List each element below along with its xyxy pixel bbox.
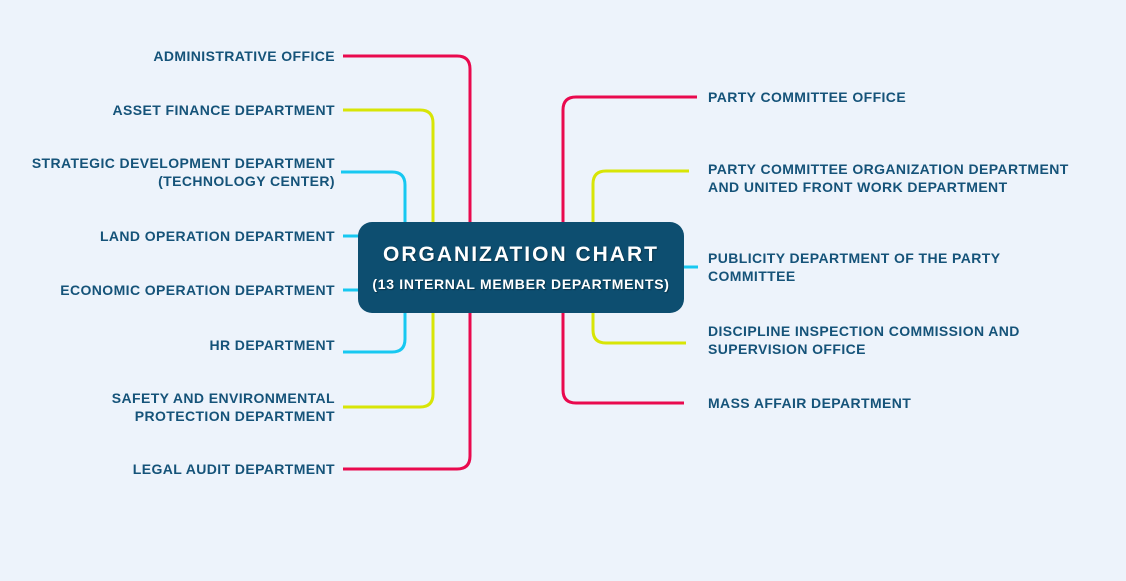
department-label-hr: HR DEPARTMENT	[209, 337, 335, 353]
department-label-party-committee-organization: PARTY COMMITTEE ORGANIZATION DEPARTMENT …	[708, 161, 1069, 195]
department-label-land-operation: LAND OPERATION DEPARTMENT	[99, 228, 335, 244]
department-label-administrative-office: ADMINISTRATIVE OFFICE	[153, 48, 335, 64]
center-node-title: ORGANIZATION CHART	[383, 243, 659, 266]
department-label-party-committee-office: PARTY COMMITTEE OFFICE	[708, 89, 907, 105]
department-label-economic-operation: ECONOMIC OPERATION DEPARTMENT	[60, 282, 335, 298]
department-label-discipline-inspection: DISCIPLINE INSPECTION COMMISSION AND SUP…	[708, 323, 1020, 357]
department-label-legal-audit: LEGAL AUDIT DEPARTMENT	[132, 461, 335, 477]
department-label-mass-affair: MASS AFFAIR DEPARTMENT	[708, 395, 912, 411]
department-label-asset-finance: ASSET FINANCE DEPARTMENT	[112, 102, 335, 118]
center-node: ORGANIZATION CHART (13 INTERNAL MEMBER D…	[358, 222, 684, 313]
center-node-subtitle: (13 INTERNAL MEMBER DEPARTMENTS)	[372, 276, 670, 292]
department-label-publicity: PUBLICITY DEPARTMENT OF THE PARTY COMMIT…	[708, 250, 1001, 284]
department-label-strategic-development: STRATEGIC DEVELOPMENT DEPARTMENT (TECHNO…	[31, 155, 335, 189]
department-label-safety-environmental: SAFETY AND ENVIRONMENTAL PROTECTION DEPA…	[111, 390, 335, 424]
